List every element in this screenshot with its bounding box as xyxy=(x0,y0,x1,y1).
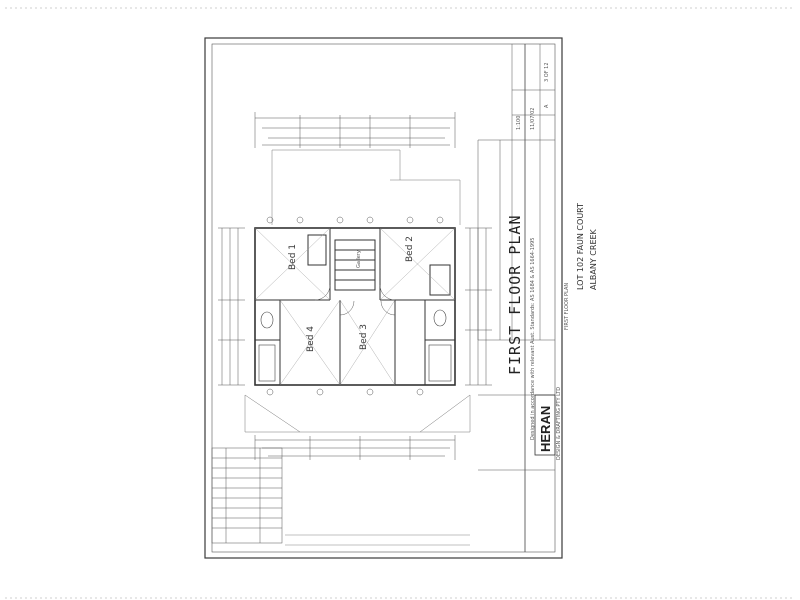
tb-date: 11/07/02 xyxy=(530,108,536,130)
room-bed1: Bed 1 xyxy=(288,244,298,270)
house-outline xyxy=(254,227,456,386)
project-suburb: ALBANY CREEK xyxy=(589,228,598,290)
roof-outline xyxy=(244,149,471,433)
logo-text: HERAN xyxy=(538,406,553,452)
internal-walls xyxy=(255,228,455,385)
left-dimensions xyxy=(218,227,245,386)
right-dimensions xyxy=(465,227,492,386)
drawing-frame xyxy=(204,37,563,559)
project-lot-line: LOT 102 FAUN COURT xyxy=(576,203,585,290)
room-bed3: Bed 3 xyxy=(359,324,369,350)
drawing-title: FIRST FLOOR PLAN xyxy=(506,215,524,376)
room-diagonals xyxy=(254,227,456,386)
tb-scale: 1:100 xyxy=(516,116,522,130)
drawing-inner-frame xyxy=(211,43,556,553)
grid-markers xyxy=(266,216,444,396)
logo-subtext: DESIGN & DRAFTING PTY LTD xyxy=(556,387,562,460)
tb-revision: A xyxy=(544,104,550,108)
tb-sheet: 3 OF 12 xyxy=(544,62,550,82)
design-note: Designed in accordance with relevant Aus… xyxy=(530,238,536,440)
schedule-table xyxy=(211,447,283,544)
room-bed2: Bed 2 xyxy=(405,236,415,262)
company-logo: HERAN DESIGN & DRAFTING PTY LTD xyxy=(534,387,562,460)
top-dimensions xyxy=(254,112,456,148)
room-bed4: Bed 4 xyxy=(306,326,316,352)
bottom-dimensions xyxy=(254,435,456,460)
bathroom-fixtures xyxy=(258,309,452,382)
project-sheet-name: FIRST FLOOR PLAN xyxy=(564,283,570,330)
room-gallery: Gallery xyxy=(356,250,362,268)
door-swings xyxy=(314,284,396,316)
notes-lines xyxy=(285,534,470,546)
